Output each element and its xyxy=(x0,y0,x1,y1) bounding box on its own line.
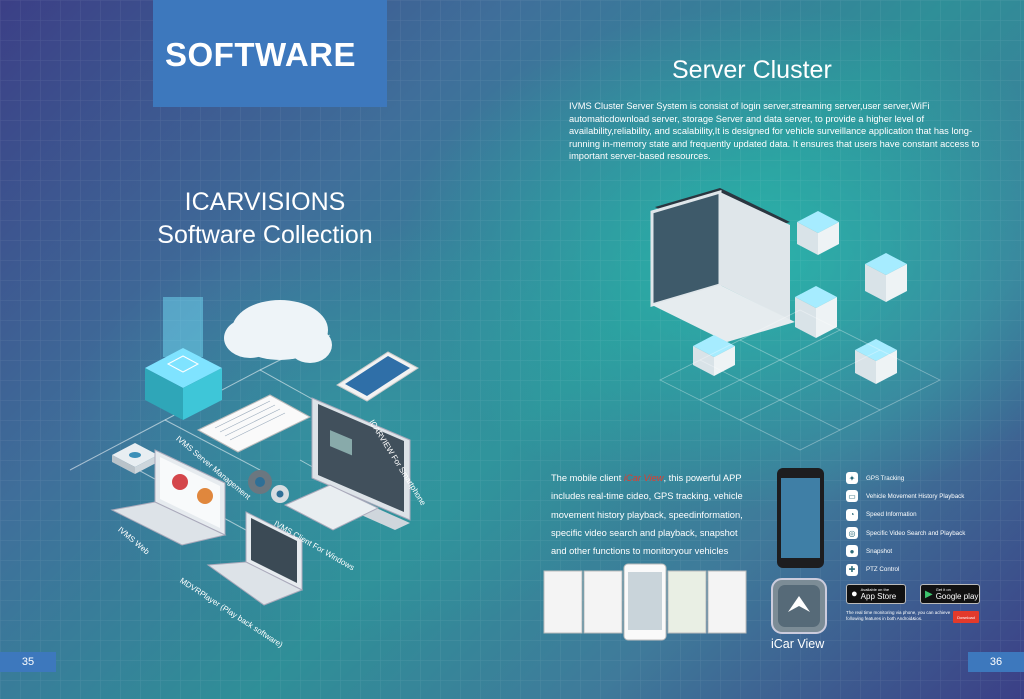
feature-item: ✚PTZ Control xyxy=(846,560,965,578)
icarview-app-icon xyxy=(771,578,827,634)
cloud-icon xyxy=(224,300,332,363)
cluster-laptop-illustration xyxy=(650,188,795,342)
app-name-label: iCar View xyxy=(771,637,825,651)
speedometer-icon: ◔ xyxy=(846,508,858,521)
store-note: The real time monitoring via phone, you … xyxy=(846,610,951,621)
keyboard-illustration xyxy=(283,484,380,531)
apple-icon: ● xyxy=(851,588,858,600)
cluster-grid xyxy=(659,309,941,451)
mobile-line3: movement history playback, speedinformat… xyxy=(551,509,743,520)
mobile-line5: and other functions to monitoryour vehic… xyxy=(551,546,729,557)
page-number-right: 36 xyxy=(968,652,1024,672)
cluster-server-cubes xyxy=(693,211,907,384)
software-banner: SOFTWARE xyxy=(153,0,387,107)
collection-heading: ICARVISIONS Software Collection xyxy=(120,186,410,252)
camera-icon: ● xyxy=(846,545,858,558)
feature-list: ✦GPS Tracking ▭Vehicle Movement History … xyxy=(846,469,965,579)
router-icon xyxy=(112,443,158,474)
mobile-description: The mobile client iCar View, this powerf… xyxy=(551,469,771,560)
smartphone-illustration xyxy=(336,351,419,402)
laptop-web-illustration xyxy=(110,449,227,546)
ptz-icon: ✚ xyxy=(846,563,858,576)
download-button[interactable]: Download xyxy=(953,611,979,623)
server-stack-icon xyxy=(145,297,222,420)
page-number-left: 35 xyxy=(0,652,56,672)
icarview-phone-illustration xyxy=(777,468,824,568)
feature-item: ◔Speed Information xyxy=(846,506,965,524)
cluster-title: Server Cluster xyxy=(672,56,832,84)
feature-item: ●Snapshot xyxy=(846,542,965,560)
server-management-doc xyxy=(196,394,312,453)
video-search-icon: ◎ xyxy=(846,527,858,540)
icarview-brand: iCar View xyxy=(623,473,664,483)
gear-icon xyxy=(248,470,289,503)
feature-item: ▭Vehicle Movement History Playback xyxy=(846,487,965,505)
feature-item: ◎Specific Video Search and Playback xyxy=(846,524,965,542)
collection-line2: Software Collection xyxy=(157,221,373,249)
car-icon: ▭ xyxy=(846,490,858,503)
laptop-player-illustration xyxy=(206,511,304,606)
app-screenshots-strip xyxy=(543,563,747,641)
cluster-description: IVMS Cluster Server System is consist of… xyxy=(569,101,980,162)
mobile-line1: The mobile client iCar View, this powerf… xyxy=(551,473,742,483)
feature-item: ✦GPS Tracking xyxy=(846,469,965,487)
mobile-line4: specific video search and playback, snap… xyxy=(551,527,738,538)
satellite-icon: ✦ xyxy=(846,472,858,485)
banner-title: SOFTWARE xyxy=(165,36,356,73)
play-icon: ▶ xyxy=(925,588,933,600)
mobile-line2: includes real-time cideo, GPS tracking, … xyxy=(551,491,743,502)
collection-line1: ICARVISIONS xyxy=(184,188,346,216)
